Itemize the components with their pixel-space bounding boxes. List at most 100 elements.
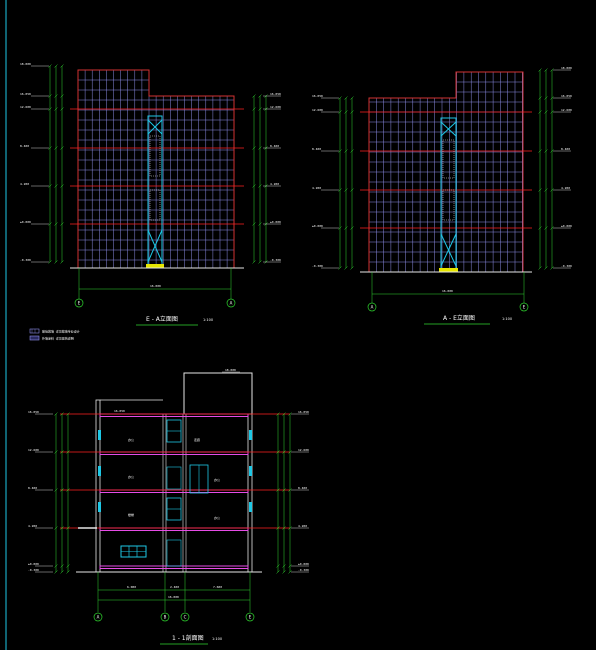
room-label: 办公	[128, 474, 134, 479]
dimension-tick	[288, 450, 292, 454]
bay-dimension-label: 6.000	[127, 585, 136, 589]
stair-tower	[439, 117, 458, 273]
dimension-tick	[350, 96, 354, 100]
dimension-tick	[258, 94, 262, 98]
top-level-label: 18.000	[225, 368, 236, 372]
dimension-tick	[276, 564, 280, 568]
dimension-tick	[550, 188, 554, 192]
dimension-tick	[54, 146, 58, 150]
dimension-tick	[66, 564, 70, 568]
dimension-tick	[288, 564, 292, 568]
level-label: -0.300	[20, 258, 31, 262]
dimension-tick	[282, 570, 286, 574]
dimension-tick	[544, 266, 548, 270]
axis-label-right: A	[230, 301, 233, 306]
elevation-scale: 1:100	[502, 317, 512, 321]
dimension-tick	[276, 450, 280, 454]
dimension-tick	[54, 184, 58, 188]
dimension-tick	[538, 188, 542, 192]
dimension-tick	[258, 146, 262, 150]
elevation-title: A - E立面图	[443, 314, 475, 322]
dimension-tick	[258, 260, 262, 264]
dimension-tick	[48, 94, 52, 98]
dimension-tick	[48, 222, 52, 226]
overall-dimension-label: 16.000	[442, 289, 453, 293]
dimension-tick	[282, 412, 286, 416]
axis-bubble	[160, 612, 170, 622]
dimension-tick	[60, 146, 64, 150]
elevation-e-a: 18.00016.05012.6008.4004.200±0.000-0.300…	[20, 62, 281, 326]
dimension-tick	[276, 526, 280, 530]
dimension-tick	[288, 488, 292, 492]
legend-item-glass: 玻璃幕墙 详见幕墙专业设计	[42, 329, 80, 334]
level-label: ±0.000	[28, 562, 39, 566]
dimension-tick	[60, 107, 64, 111]
dimension-tick	[66, 488, 70, 492]
level-label: -0.300	[561, 264, 572, 268]
elevation-title: E - A立面图	[146, 315, 178, 323]
dimension-tick	[282, 450, 286, 454]
dimension-tick	[66, 570, 70, 574]
axis-label: C	[184, 615, 187, 620]
dimension-tick	[252, 184, 256, 188]
dimension-tick	[538, 68, 542, 72]
level-label: ±0.000	[20, 220, 31, 224]
dimension-tick	[276, 412, 280, 416]
dimension-tick	[54, 412, 58, 416]
level-label: 4.200	[270, 182, 279, 186]
axis-label: B	[164, 615, 167, 620]
level-label: ±0.000	[312, 224, 323, 228]
dimension-tick	[60, 564, 64, 568]
level-label: -0.300	[298, 568, 309, 572]
dimension-tick	[66, 526, 70, 530]
level-label: 8.400	[561, 147, 570, 151]
dimension-tick	[48, 64, 52, 68]
dimension-tick	[54, 222, 58, 226]
dimension-tick	[350, 266, 354, 270]
axis-bubble	[245, 612, 255, 622]
dimension-tick	[338, 266, 342, 270]
dimension-tick	[288, 526, 292, 530]
dimension-tick	[60, 260, 64, 264]
level-label: -0.300	[270, 258, 281, 262]
room-label: 办公	[214, 477, 220, 482]
bay-dimension-label: 7.600	[213, 585, 222, 589]
level-label: 8.400	[28, 486, 37, 490]
dimension-tick	[344, 188, 348, 192]
curtain-wall-grid	[368, 71, 523, 273]
dimension-tick	[338, 96, 342, 100]
dimension-tick	[54, 564, 58, 568]
level-label: 12.600	[298, 448, 309, 452]
room-label: 办公	[128, 437, 134, 442]
level-label: 16.050	[270, 92, 281, 96]
bay-dimension-label: 2.400	[170, 585, 179, 589]
dimension-tick	[258, 222, 262, 226]
level-label: 16.050	[28, 410, 39, 414]
room-label: 楼梯	[128, 512, 134, 517]
axis-bubble-left	[74, 298, 84, 308]
level-label: 4.200	[298, 524, 307, 528]
dimension-tick	[60, 526, 64, 530]
level-label: ±0.000	[561, 224, 572, 228]
dimension-tick	[252, 222, 256, 226]
overall-dimension-label: 16.000	[168, 595, 179, 599]
dimension-tick	[538, 266, 542, 270]
axis-bubble-right	[226, 298, 236, 308]
dimension-tick	[54, 526, 58, 530]
section-title: 1 - 1剖面图	[172, 634, 204, 642]
level-label: 8.400	[312, 147, 321, 151]
level-label: ±0.000	[298, 562, 309, 566]
level-label: 4.200	[312, 186, 321, 190]
dimension-tick	[60, 94, 64, 98]
dimension-tick	[338, 110, 342, 114]
dimension-tick	[550, 68, 554, 72]
building-outline	[77, 69, 235, 268]
dimension-tick	[54, 107, 58, 111]
section-1-1: 18.000 16.050	[28, 368, 309, 645]
building-outline	[368, 71, 524, 272]
